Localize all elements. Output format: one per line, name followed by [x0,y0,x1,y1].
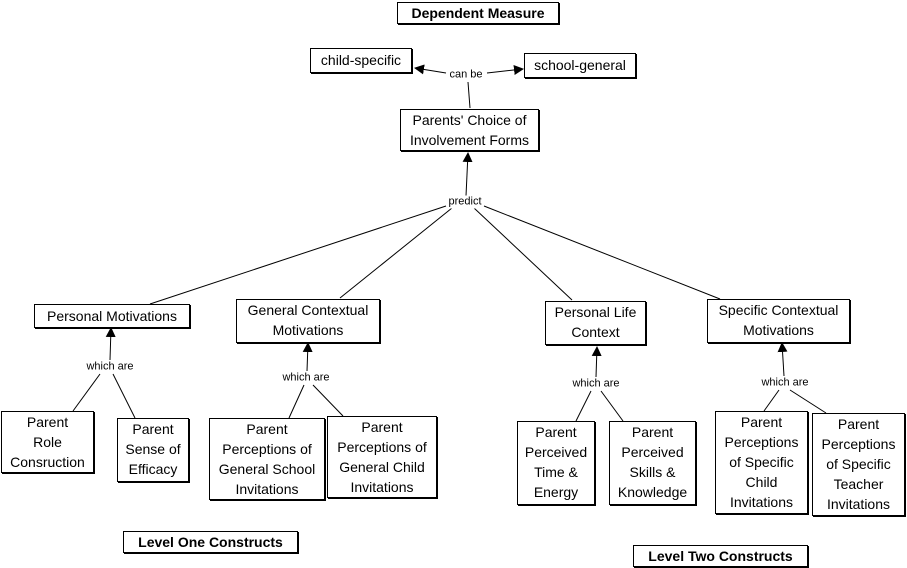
link-which-are4-teacher [789,389,827,414]
node-child-specific: child-specific [310,48,412,73]
node-perceptions-general-child: Parent Perceptions of General Child Invi… [327,416,437,498]
arrow-to-child-specific [414,64,447,75]
label-which-are-3: which are [571,377,621,391]
arrow-to-specific-contextual [777,342,788,377]
link-can-be-to-choice [467,81,471,109]
node-parents-choice: Parents' Choice of Involvement Forms [400,109,539,151]
title-level-two: Level Two Constructs [633,545,808,567]
label-which-are-2: which are [281,371,331,385]
label-can-be: can be [448,68,484,82]
node-personal-life-context: Personal Life Context [545,301,646,345]
link-predict-specific-contextual [483,205,721,300]
node-specific-contextual: Specific Contextual Motivations [707,299,850,343]
link-which-are3-skills [600,390,624,422]
node-personal-motivations: Personal Motivations [34,304,190,328]
node-parent-sense-efficacy: Parent Sense of Efficacy [117,418,189,482]
label-predict: predict [447,195,483,209]
node-parent-role-construction: Parent Role Consruction [1,411,94,473]
title-level-one: Level One Constructs [123,531,298,553]
link-which-are1-efficacy [112,373,136,419]
arrow-to-personal-motivations [105,327,116,361]
node-perceived-skills-knowledge: Parent Perceived Skills & Knowledge [609,421,696,505]
node-perceptions-specific-teacher: Parent Perceptions of Specific Teacher I… [812,413,905,516]
link-which-are3-time [575,390,592,422]
arrow-to-parents-choice [462,152,473,197]
label-which-are-4: which are [760,376,810,390]
link-which-are4-child [763,389,780,412]
link-predict-personal-life [473,207,573,301]
label-which-are-1: which are [85,360,135,374]
link-which-are2-school [288,384,305,419]
link-predict-personal-motivations [149,205,447,305]
link-which-are1-role [72,373,101,412]
arrow-to-general-contextual [302,342,313,372]
node-general-contextual: General Contextual Motivations [236,299,380,343]
node-school-general: school-general [524,53,636,78]
title-dependent-measure: Dependent Measure [397,2,559,24]
arrow-to-school-general [486,65,524,75]
link-predict-general-contextual [339,207,453,299]
arrow-to-personal-life [591,346,602,378]
link-which-are2-child [312,384,344,417]
node-perceived-time-energy: Parent Perceived Time & Energy [517,421,595,505]
node-perceptions-specific-child: Parent Perceptions of Specific Child Inv… [715,411,808,514]
node-perceptions-general-school: Parent Perceptions of General School Inv… [209,418,325,500]
